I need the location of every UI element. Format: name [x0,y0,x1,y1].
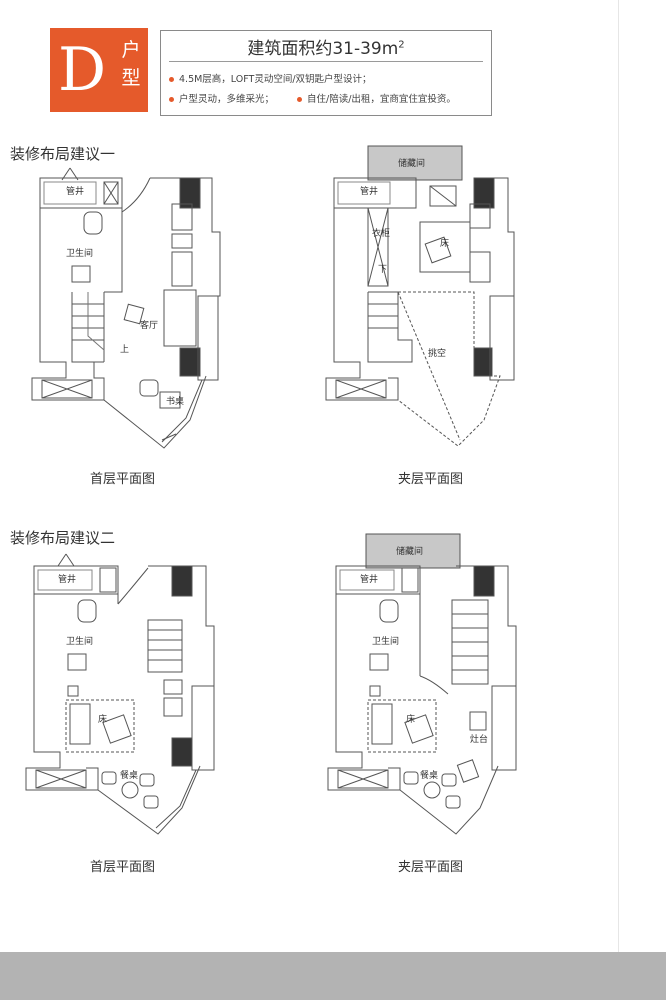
label-bathroom: 卫生间 [66,635,93,647]
label-shaft: 管井 [360,573,378,585]
label-down: 下 [378,265,387,275]
unit-type-badge [50,28,148,112]
feature-1: 4.5M层高，LOFT灵动空间/双钥匙户型设计； [169,71,372,85]
label-bed: 床 [440,237,449,249]
label-desk: 书桌 [166,395,184,407]
unit-type-sub: 户型 [121,39,141,89]
area-title: 建筑面积约31-39m2 [247,39,405,59]
label-shaft: 管井 [66,185,84,197]
layout-1-mezz-plan [325,145,515,447]
feature-2: 户型灵动，多维采光； [169,91,274,105]
label-dining: 餐桌 [420,769,438,781]
layout-2-ground-plan [25,553,215,835]
layout-2-mezz-plan [327,533,517,835]
footer-band [0,952,666,1000]
label-dining: 餐桌 [120,769,138,781]
layout-2-ground-caption: 首层平面图 [90,860,156,875]
layout-2-mezz-caption: 夹层平面图 [398,860,464,875]
page-edge-line [618,0,619,955]
label-bathroom: 卫生间 [372,635,399,647]
bullet-icon [169,77,174,82]
label-storage: 储藏间 [398,157,425,169]
label-bed: 床 [406,713,415,725]
unit-type-letter: D [58,35,107,105]
label-wardrobe: 衣柜 [372,227,390,239]
feature-3: 自住/陪读/出租，宜商宜住宜投资。 [297,91,456,105]
area-info-box: 建筑面积约31-39m2 4.5M层高，LOFT灵动空间/双钥匙户型设计； 户型… [160,30,492,116]
bullet-icon [169,97,174,102]
label-bed: 床 [98,713,107,725]
info-divider [169,61,483,62]
layout-2-title: 装修布局建议二 [10,529,116,547]
layout-1-ground-plan [31,167,221,449]
bullet-icon [297,97,302,102]
label-shaft: 管井 [58,573,76,585]
label-living: 客厅 [140,319,158,331]
label-void: 挑空 [428,347,446,359]
label-shaft: 管井 [360,185,378,197]
label-stove: 灶台 [470,733,488,745]
label-bathroom: 卫生间 [66,247,93,259]
layout-1-ground-caption: 首层平面图 [90,472,156,487]
label-storage: 储藏间 [396,545,423,557]
layout-1-mezz-caption: 夹层平面图 [398,472,464,487]
label-up: 上 [120,344,129,355]
layout-1-title: 装修布局建议一 [10,145,116,163]
